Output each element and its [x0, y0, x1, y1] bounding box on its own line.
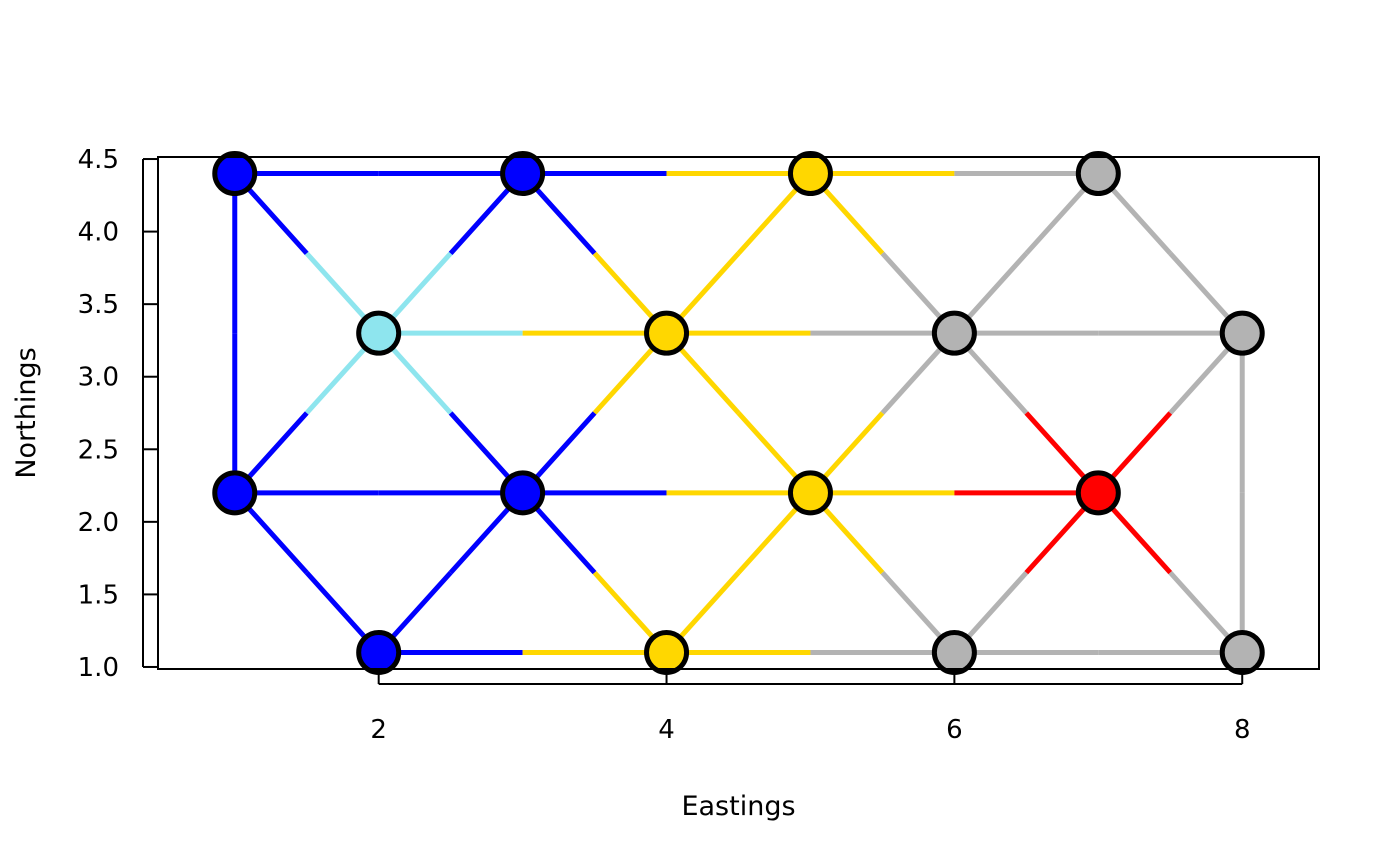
y-tick-label: 1.0 — [78, 653, 119, 683]
y-tick-label: 4.5 — [78, 145, 119, 175]
node-point — [644, 629, 690, 675]
node-point — [931, 629, 977, 675]
node-point — [500, 470, 546, 516]
y-tick-label: 3.0 — [78, 363, 119, 393]
y-tick-label: 3.5 — [78, 290, 119, 320]
node-point — [1075, 470, 1121, 516]
y-tick-label: 2.0 — [78, 508, 119, 538]
node-point — [644, 310, 690, 356]
node-point — [212, 470, 258, 516]
y-tick-label: 2.5 — [78, 435, 119, 465]
node-point — [1219, 310, 1265, 356]
y-tick-label: 4.0 — [78, 218, 119, 248]
node-point — [787, 470, 833, 516]
node-point — [500, 151, 546, 197]
x-axis-title: Eastings — [681, 791, 795, 822]
nodes-layer — [212, 151, 1265, 675]
y-tick-label: 1.5 — [78, 580, 119, 610]
node-point — [212, 151, 258, 197]
x-tick-label: 8 — [1234, 715, 1251, 745]
y-axis: 1.0 1.5 2.0 2.5 3.0 3.5 4.0 4.5 — [78, 145, 157, 683]
x-axis: 2 4 6 8 — [370, 670, 1251, 745]
x-tick-label: 2 — [370, 715, 387, 745]
node-point — [787, 151, 833, 197]
x-tick-label: 6 — [946, 715, 963, 745]
plot-area-border — [157, 156, 1320, 670]
node-point — [1075, 151, 1121, 197]
node-point — [931, 310, 977, 356]
y-axis-title: Northings — [11, 347, 42, 478]
x-tick-label: 4 — [658, 715, 675, 745]
node-point — [1219, 629, 1265, 675]
node-point — [356, 310, 402, 356]
edges-layer — [232, 171, 1245, 655]
node-point — [356, 629, 402, 675]
